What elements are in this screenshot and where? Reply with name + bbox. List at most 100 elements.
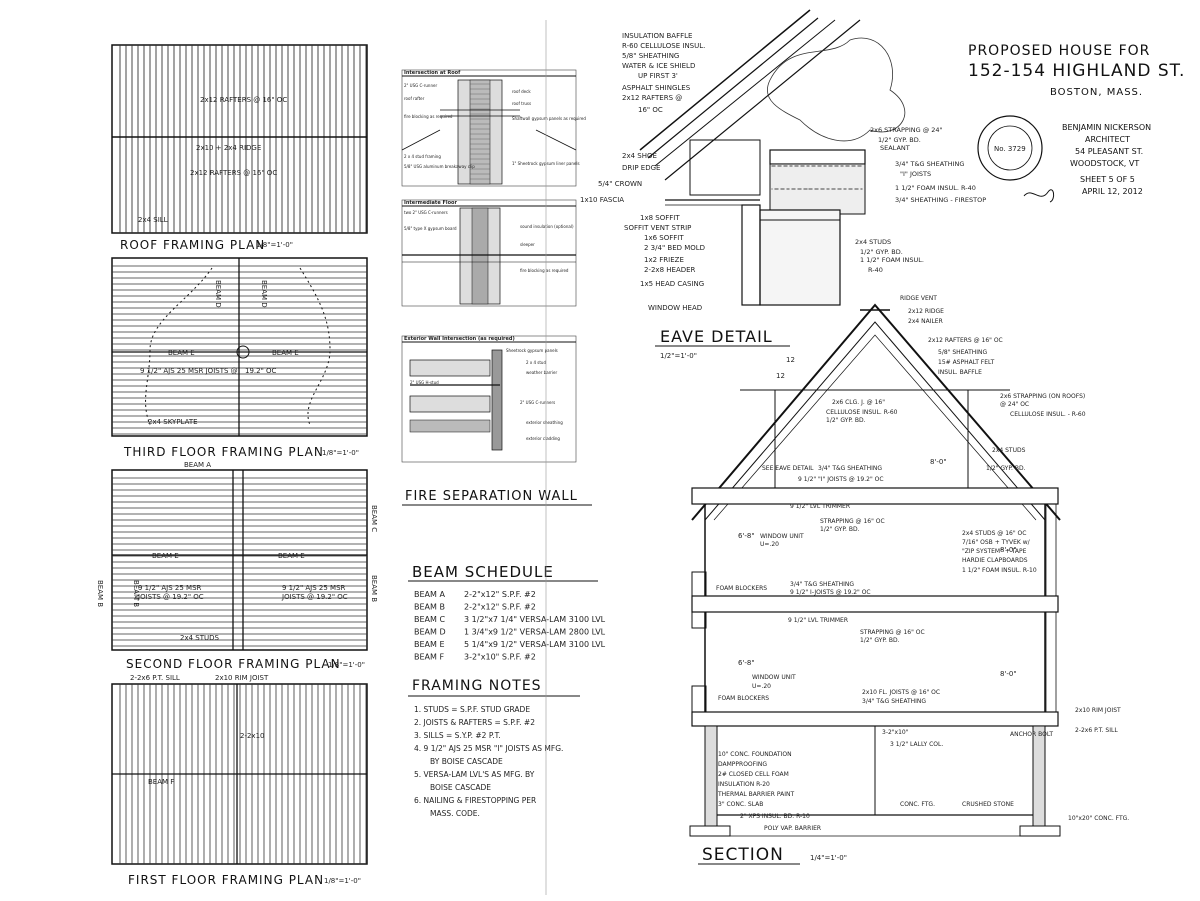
section-label: ANCHOR BOLT: [1010, 731, 1053, 738]
architect-street: 54 PLEASANT ST.: [1075, 147, 1143, 156]
roof-label-3: 2x12 RAFTERS @ 16" OC: [190, 169, 277, 177]
section-label: 2x12 RIDGE: [908, 308, 944, 315]
second-label-ajs-2: 9 1/2" AJS 25 MSR: [282, 584, 346, 592]
second-plan-scale: 1/8"=1'-0": [328, 661, 365, 669]
section-label: 5/8" SHEATHING: [938, 349, 988, 356]
architect-name: BENJAMIN NICKERSON: [1062, 123, 1151, 132]
roof-plan-scale: 1/8"=1'-0": [256, 241, 293, 249]
eave-label-right: SEALANT: [880, 144, 910, 152]
second-label-ajs-1: 9 1/2" AJS 25 MSR: [138, 584, 202, 592]
section-label: FOAM BLOCKERS: [718, 695, 769, 702]
section-label: 3/4" T&G SHEATHING: [862, 698, 926, 705]
fire-p2-l1: 5/8" type X gypsum board: [404, 226, 457, 231]
title-line-1: PROPOSED HOUSE FOR: [968, 43, 1150, 59]
roof-label-1: 2x12 RAFTERS @ 16" OC: [200, 96, 287, 104]
second-label-beam-e-2: BEAM E: [278, 552, 305, 560]
fire-panel2-title: Intermediate Floor: [404, 200, 457, 206]
fire-wall-panel-floor: Intermediate Floor two 2" USG C-runners …: [401, 199, 577, 307]
section-label: STRAPPING @ 16" OC: [860, 629, 925, 636]
framing-notes-title: FRAMING NOTES: [412, 678, 542, 694]
second-label-joists-2: JOISTS @ 19.2" OC: [281, 593, 348, 601]
section-label: 10" CONC. FOUNDATION: [718, 751, 792, 758]
section-label: 9 1/2" LVL TRIMMER: [790, 503, 850, 510]
fire-p1-l3: 2 x 4 stud framing: [404, 154, 441, 159]
eave-label-left: 2x4 SHOE: [622, 152, 657, 160]
title-block: PROPOSED HOUSE FOR 152-154 HIGHLAND ST. …: [968, 43, 1184, 203]
section-label: CELLULOSE INSUL. R-60: [826, 409, 898, 416]
eave-label-left: 1x6 SOFFIT: [644, 234, 684, 242]
section-label: CONC. FTG.: [900, 801, 935, 808]
eave-label-right: 1 1/2" FOAM INSUL.: [860, 256, 924, 264]
section-label: CELLULOSE INSUL. - R-60: [1010, 411, 1086, 418]
fire-panel3-title: Exterior Wall Intersection (as required): [404, 336, 515, 342]
eave-label-left: WINDOW HEAD: [648, 304, 702, 312]
second-label-studs: 2x4 STUDS: [180, 634, 220, 642]
beam-schedule-spec: 2-2"x12" S.P.F. #2: [464, 590, 536, 599]
framing-note: 3. SILLS = S.Y.P. #2 P.T.: [414, 731, 501, 740]
architect-seal: No. 3729: [977, 115, 1043, 181]
first-plan-scale: 1/8"=1'-0": [324, 877, 361, 885]
framing-note: BY BOISE CASCADE: [430, 757, 503, 766]
third-label-beam-e-2: BEAM E: [272, 349, 299, 357]
section-label: POLY VAP. BARRIER: [764, 825, 821, 832]
fire-p3-l6: exterior cladding: [526, 436, 560, 441]
first-plan-title: FIRST FLOOR FRAMING PLAN: [128, 873, 324, 887]
fire-p1-l4: 5/8" USG aluminum breakaway clip: [404, 164, 475, 169]
roof-label-4: 2x4 SILL: [138, 216, 168, 224]
beam-schedule-spec: 3 1/2"x7 1/4" VERSA-LAM 3100 LVL: [464, 615, 606, 624]
eave-label-left: 1x2 FRIEZE: [644, 256, 684, 264]
first-label-sill: 2-2x6 P.T. SILL: [130, 674, 180, 682]
eave-label-left: UP FIRST 3': [638, 72, 678, 80]
sheet-number: SHEET 5 OF 5: [1080, 175, 1135, 184]
second-label-beam-b-3: BEAM B: [132, 580, 140, 607]
section-label: 2x12 RAFTERS @ 16" OC: [928, 337, 1003, 344]
section-dimension: 6'-8": [738, 659, 755, 667]
fire-wall-panel-exterior: Exterior Wall Intersection (as required)…: [401, 335, 577, 463]
fire-p1-l6: roof truss: [512, 101, 531, 106]
eave-label-left: SOFFIT VENT STRIP: [624, 224, 691, 232]
section-label: WINDOW UNIT: [752, 674, 796, 681]
architect-city: WOODSTOCK, VT: [1070, 159, 1139, 168]
section-label: 1 1/2" FOAM INSUL. R-10: [962, 567, 1037, 574]
section-label: 3-2"x10": [882, 729, 909, 736]
third-label-beam-e-1: BEAM E: [168, 349, 195, 357]
second-label-beam-b-1: BEAM B: [370, 575, 378, 602]
section-label: SEE EAVE DETAIL: [762, 465, 814, 472]
section-label: 1/2" GYP. BD.: [820, 526, 860, 533]
eave-label-right: 3/4" T&G SHEATHING: [895, 160, 964, 168]
framing-note: 1. STUDS = S.P.F. STUD GRADE: [414, 705, 530, 714]
fire-p1-l1: roof rafter: [404, 96, 425, 101]
third-label-skyplate: 2x4 SKYPLATE: [148, 418, 198, 426]
roof-label-2: 2x10 + 2x4 RIDGE: [196, 144, 261, 152]
section-label: 2x10 FL. JOISTS @ 16" OC: [862, 689, 940, 696]
fire-p3-l4: 2" USG C-runners: [520, 400, 555, 405]
beam-schedule-spec: 5 1/4"x9 1/2" VERSA-LAM 3100 LVL: [464, 640, 606, 649]
section-label: 10"x20" CONC. FTG.: [1068, 815, 1129, 822]
second-label-beam-e-1: BEAM E: [152, 552, 179, 560]
first-label-2x10: 2-2x10: [240, 732, 264, 740]
eave-label-left: R-60 CELLULOSE INSUL.: [622, 42, 705, 50]
fire-p2-l4: fire blocking as required: [520, 268, 569, 273]
fire-p3-l1: 2 x 4 stud: [526, 360, 546, 365]
title-line-3: BOSTON, MASS.: [1050, 87, 1143, 98]
beam-schedule-name: BEAM D: [414, 628, 446, 637]
eave-label-left: WATER & ICE SHIELD: [622, 62, 695, 70]
beam-schedule-name: BEAM B: [414, 603, 445, 612]
section-label: HARDIE CLAPBOARDS: [962, 557, 1028, 564]
section-label: 2" XPS INSUL. BD. R-10: [740, 813, 810, 820]
section-label: 9 1/2" "I" JOISTS @ 19.2" OC: [798, 476, 884, 483]
section-dimension: 12: [786, 356, 795, 364]
first-label-beam-f: BEAM F: [148, 778, 174, 786]
section-label: WINDOW UNIT: [760, 533, 804, 540]
section-label: CRUSHED STONE: [962, 801, 1014, 808]
section-label: U=.20: [752, 683, 771, 690]
section-label: 2x4 STUDS: [992, 447, 1026, 454]
eave-label-right: 1/2" GYP. BD.: [878, 136, 921, 144]
section-label: 2x4 NAILER: [908, 318, 943, 325]
section-dimension: 8'-0": [1000, 670, 1017, 678]
section-label: @ 24" OC: [1000, 401, 1029, 408]
framing-note: 6. NAILING & FIRESTOPPING PER: [414, 796, 536, 805]
second-label-beam-b-2: BEAM B: [96, 580, 104, 607]
